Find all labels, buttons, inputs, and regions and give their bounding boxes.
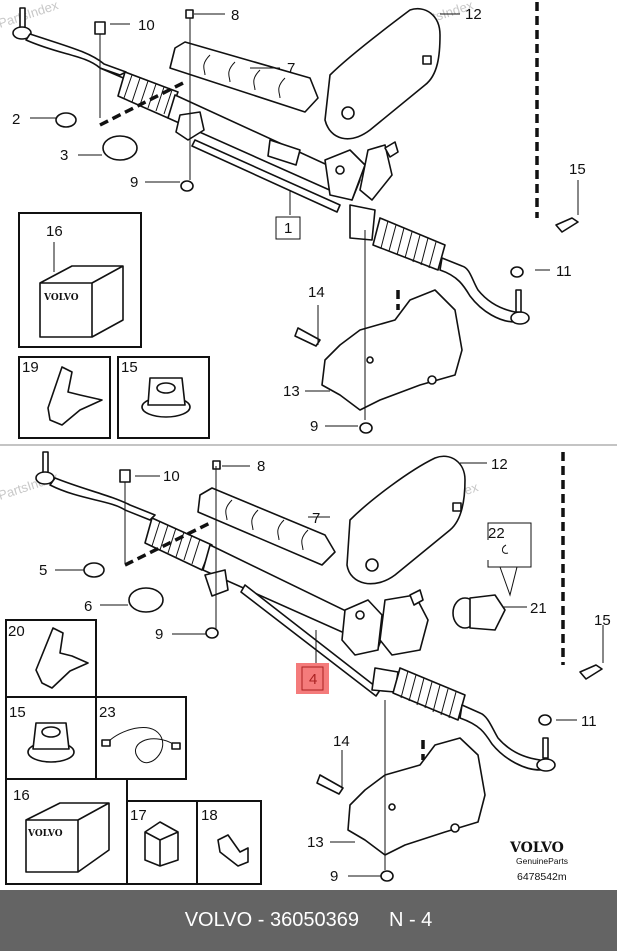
- clamp-2: [55, 112, 77, 128]
- callout-9[interactable]: 9: [130, 174, 138, 191]
- svg-text:16: 16: [13, 787, 30, 804]
- heat-shield-cover: [197, 487, 336, 566]
- volvo-logo-text: VOLVO: [43, 293, 79, 303]
- callout-10[interactable]: 10: [138, 17, 155, 34]
- nut-9: [380, 870, 394, 882]
- bolt-10: [119, 469, 131, 483]
- callout-2[interactable]: 2: [12, 111, 20, 128]
- callout-14[interactable]: 14: [333, 733, 350, 750]
- tie-rod-end-right: [439, 257, 530, 325]
- callout-11[interactable]: 11: [581, 713, 597, 730]
- callout-9b[interactable]: 9: [330, 868, 338, 885]
- callout-6[interactable]: 6: [84, 598, 92, 615]
- clamp-6: [128, 587, 164, 613]
- lower-diagram: PartsIndex PartsIndex: [0, 451, 611, 885]
- svg-text:20: 20: [8, 623, 25, 640]
- valve-assembly: [341, 589, 429, 693]
- callout-1-box: [275, 216, 301, 240]
- inset-15[interactable]: 15: [117, 356, 210, 439]
- inset-15[interactable]: 15: [5, 696, 97, 780]
- logo-tagline: GenuineParts: [516, 856, 568, 866]
- callout-4[interactable]: 4: [309, 671, 317, 688]
- nut-11: [510, 266, 524, 278]
- nut-11: [538, 714, 552, 726]
- part-footer-bar: VOLVO - 36050369 N - 4: [0, 890, 617, 951]
- callout-14[interactable]: 14: [308, 284, 325, 301]
- inset-19[interactable]: 19: [18, 356, 111, 439]
- bellows-right: [392, 667, 466, 721]
- heat-shield-cover: [169, 41, 319, 113]
- bolt-8: [185, 9, 194, 19]
- callout-13[interactable]: 13: [283, 383, 300, 400]
- volvo-genuine-parts-logo: VOLVO GenuineParts 6478542m: [509, 840, 568, 883]
- inset-18[interactable]: 18: [196, 800, 262, 885]
- svg-text:15: 15: [121, 359, 138, 376]
- tie-rod-end-left: [12, 7, 129, 81]
- callout-9[interactable]: 9: [155, 626, 163, 643]
- inset-16[interactable]: 16 VOLVO: [5, 778, 128, 885]
- callout-8[interactable]: 8: [231, 7, 239, 24]
- upper-diagram: PartsIndex PartsIndex: [0, 0, 586, 439]
- svg-text:18: 18: [201, 807, 218, 824]
- svg-text:15: 15: [9, 704, 26, 721]
- callout-7[interactable]: 7: [287, 60, 295, 77]
- callout-11[interactable]: 11: [556, 263, 572, 280]
- volvo-logo-text: VOLVO: [27, 829, 63, 839]
- callout-7[interactable]: 7: [312, 510, 320, 527]
- nut-9: [205, 627, 219, 639]
- logo-brand: VOLVO: [509, 840, 564, 856]
- inset-17[interactable]: 17: [126, 800, 198, 885]
- callout-13[interactable]: 13: [307, 834, 324, 851]
- mounting-bracket: [321, 289, 463, 411]
- inset-16[interactable]: 16 VOLVO: [18, 212, 142, 348]
- footer-brand: VOLVO: [184, 909, 253, 931]
- nut-9: [359, 422, 373, 434]
- callout-12[interactable]: 12: [491, 456, 508, 473]
- drawing-number: 6478542m: [517, 871, 567, 883]
- callout-9b[interactable]: 9: [310, 418, 318, 435]
- valve-assembly: [324, 141, 399, 241]
- callout-8[interactable]: 8: [257, 458, 265, 475]
- inset-20[interactable]: 20: [5, 619, 97, 698]
- rack-housing: [202, 544, 386, 697]
- callout-15[interactable]: 15: [569, 161, 586, 178]
- footer-separator: -: [257, 909, 265, 931]
- callout-3[interactable]: 3: [60, 147, 68, 164]
- clamp-3: [102, 135, 138, 161]
- callout-10[interactable]: 10: [163, 468, 180, 485]
- rack-housing: [167, 94, 361, 213]
- svg-text:23: 23: [99, 704, 116, 721]
- svg-text:22: 22: [488, 525, 505, 542]
- clamp-5: [83, 562, 105, 578]
- callout-1[interactable]: 1: [284, 220, 292, 237]
- callout-12[interactable]: 12: [465, 6, 482, 23]
- tie-rod-end-left: [35, 451, 156, 521]
- inset-22[interactable]: 22: [487, 522, 532, 597]
- footer-page-label: N - 4: [388, 909, 433, 931]
- watermark: PartsIndex: [0, 0, 61, 31]
- nut-9: [180, 180, 194, 192]
- parts-diagram: PartsIndex PartsIndex: [0, 0, 617, 885]
- bolt-14: [316, 774, 344, 795]
- footer-part-number: 36050369: [269, 909, 359, 931]
- tie-rod-end-right: [459, 704, 556, 772]
- bolt-15: [555, 217, 579, 233]
- svg-text:16: 16: [46, 223, 63, 240]
- pressure-sensor-21: [452, 594, 506, 631]
- bellows-left: [144, 517, 213, 571]
- callout-15[interactable]: 15: [594, 612, 611, 629]
- svg-text:17: 17: [130, 807, 147, 824]
- svg-text:19: 19: [22, 359, 39, 376]
- callout-5[interactable]: 5: [39, 562, 47, 579]
- mounting-bracket: [347, 737, 486, 856]
- heat-shield-12: [346, 455, 466, 585]
- inset-23[interactable]: 23: [95, 696, 187, 780]
- callout-21[interactable]: 21: [530, 600, 547, 617]
- bolt-10: [94, 21, 106, 35]
- bolt-15: [579, 664, 603, 680]
- bolt-14: [294, 327, 321, 347]
- heat-shield-12: [324, 8, 441, 140]
- bellows-right: [372, 217, 446, 271]
- callout-4-highlighted[interactable]: 4: [296, 663, 329, 694]
